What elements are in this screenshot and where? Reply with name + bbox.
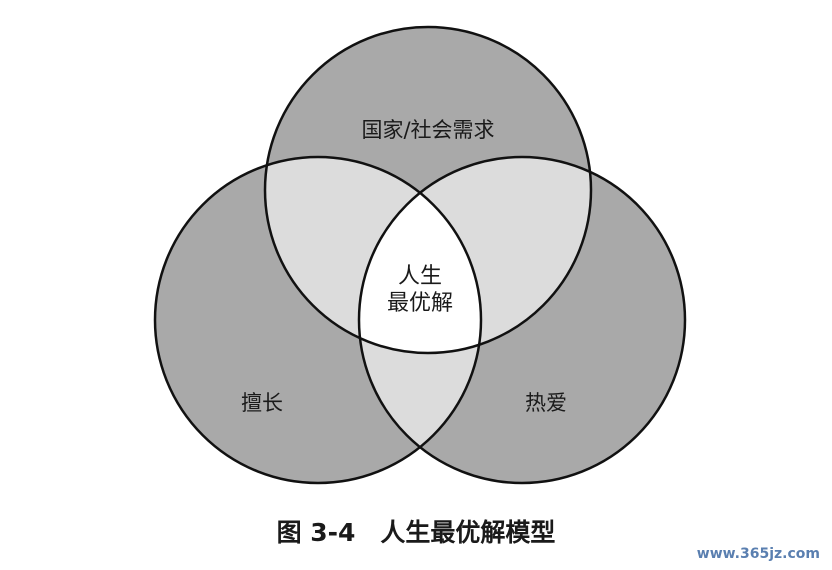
circle-right-outline: [357, 155, 687, 485]
label-center-line1: 人生: [398, 264, 442, 289]
circle-top-outline: [263, 25, 593, 355]
label-center-line2: 最优解: [387, 291, 453, 316]
overlap-center: [359, 157, 481, 353]
watermark: www.365jz.com: [696, 546, 820, 562]
circle-left-outline: [153, 155, 483, 485]
label-right-circle: 热爱: [525, 391, 567, 415]
figure-caption: 图 3-4 人生最优解模型: [276, 518, 556, 547]
label-left-circle: 擅长: [241, 391, 283, 415]
venn-diagram: 国家/社会需求 擅长 热爱 人生 最优解: [153, 25, 687, 485]
label-top-circle: 国家/社会需求: [361, 118, 494, 142]
